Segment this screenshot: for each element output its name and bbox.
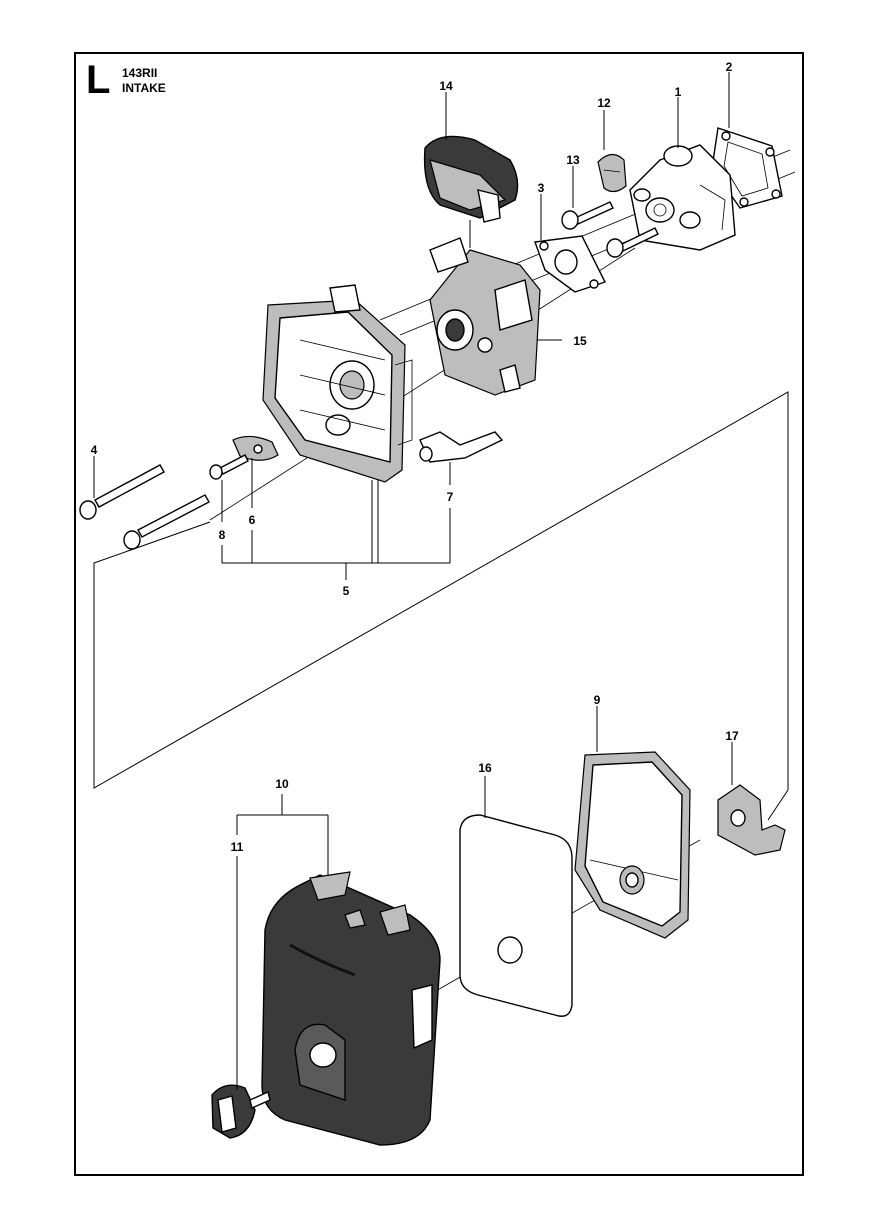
part-filter-base-5 <box>262 284 413 483</box>
part-carb-gasket-3 <box>534 235 606 293</box>
callout-12: 12 <box>597 96 611 110</box>
callout-labels: 1 2 3 4 5 6 7 8 9 10 11 12 13 14 15 16 1… <box>91 60 739 854</box>
part-choke-lever-7 <box>419 431 504 463</box>
callout-2: 2 <box>726 60 733 74</box>
part-screws-13 <box>561 201 659 258</box>
callout-10: 10 <box>275 777 289 791</box>
part-carburetor-15 <box>429 237 562 396</box>
callout-15: 15 <box>573 334 587 348</box>
part-knob-11 <box>211 1084 271 1139</box>
callout-9: 9 <box>594 693 601 707</box>
callout-6: 6 <box>249 513 256 527</box>
callout-3: 3 <box>538 181 545 195</box>
part-foam-filter-16 <box>459 814 573 1017</box>
part-bracket-17 <box>717 784 786 856</box>
part-screw-8 <box>209 454 249 480</box>
callout-14: 14 <box>439 79 453 93</box>
callout-17: 17 <box>725 729 739 743</box>
part-carb-cover-14 <box>423 135 519 248</box>
part-clip-12 <box>597 153 627 193</box>
callout-5: 5 <box>343 584 350 598</box>
diagram-frame <box>74 52 804 1176</box>
callout-16: 16 <box>478 761 492 775</box>
callout-11: 11 <box>231 840 244 854</box>
part-filter-holder-9 <box>574 751 691 939</box>
part-intake-adapter-1 <box>629 144 736 251</box>
callout-4: 4 <box>91 443 98 457</box>
callout-7: 7 <box>447 490 454 504</box>
part-plate-6 <box>232 435 279 461</box>
section-letter: L <box>86 58 111 102</box>
callout-1: 1 <box>675 85 682 99</box>
callout-8: 8 <box>219 528 226 542</box>
section-name: INTAKE <box>122 81 166 95</box>
model-code: 143RII <box>122 66 158 80</box>
part-bolts-4 <box>79 464 210 550</box>
part-filter-cover-10 <box>261 871 441 1146</box>
callout-13: 13 <box>566 153 580 167</box>
leader-lines <box>93 72 789 1090</box>
